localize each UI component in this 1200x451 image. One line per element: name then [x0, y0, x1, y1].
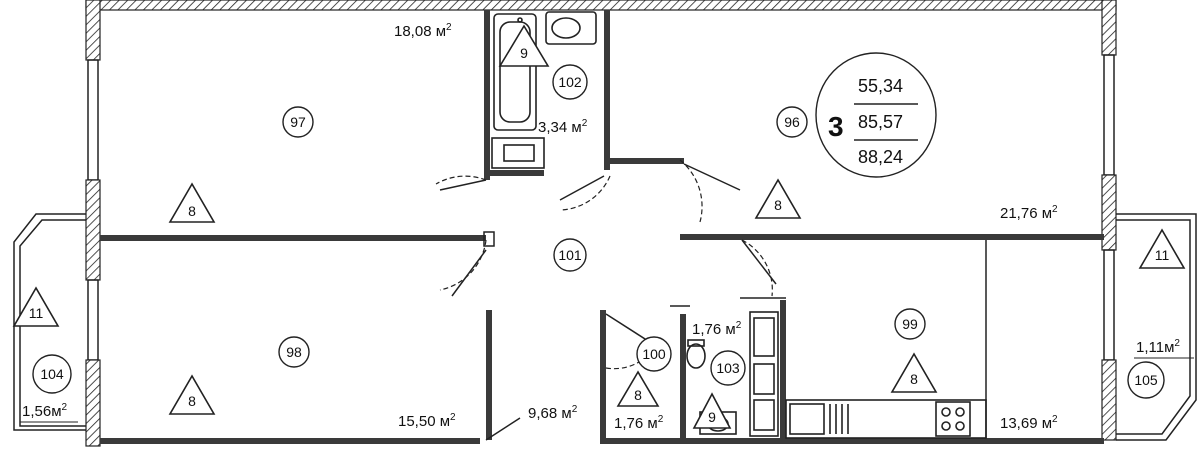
sink-bathroom — [545, 11, 597, 45]
room-96-area: 21,76 м2 — [1000, 204, 1058, 222]
balcony-right — [1116, 213, 1197, 441]
room-105-tag: 11 — [1138, 228, 1186, 269]
room-103-tag: 9 — [692, 392, 732, 429]
area-total-balcony: 88,24 — [858, 147, 903, 167]
room-102-marker: 102 — [552, 64, 588, 100]
svg-text:98: 98 — [286, 344, 302, 360]
room-101-area: 9,68 м2 — [528, 404, 578, 422]
room-97-marker: 97 — [282, 106, 314, 138]
outer-walls — [85, 0, 1117, 447]
room-area-labels: 18,08 м2 3,34 м2 21,76 м2 15,50 м2 9,68 … — [22, 22, 1180, 432]
svg-text:96: 96 — [784, 114, 800, 130]
interior-walls — [100, 10, 1104, 440]
room-id-markers: 97 102 96 98 101 100 103 99 104 105 — [32, 64, 1165, 399]
room-97-area: 18,08 м2 — [394, 22, 452, 40]
room-103-marker: 103 — [710, 350, 746, 386]
svg-text:103: 103 — [716, 360, 740, 376]
svg-text:105: 105 — [1134, 372, 1158, 388]
room-102-tag: 9 — [498, 24, 550, 67]
room-96-tag: 8 — [754, 178, 802, 219]
shelving-unit — [749, 311, 779, 437]
room-98-area: 15,50 м2 — [398, 412, 456, 430]
svg-text:8: 8 — [634, 387, 642, 403]
room-104-area: 1,56м2 — [22, 402, 68, 420]
svg-text:9: 9 — [520, 45, 528, 61]
room-103-area: 1,76 м2 — [692, 320, 742, 338]
svg-text:11: 11 — [1155, 247, 1170, 263]
room-99-tag: 8 — [890, 352, 938, 393]
room-100-area: 1,76 м2 — [614, 414, 664, 432]
svg-text:8: 8 — [910, 371, 918, 387]
room-100-tag: 8 — [616, 370, 660, 407]
washing-machine — [491, 137, 545, 169]
room-102-area: 3,34 м2 — [538, 118, 588, 136]
triangle-tags: 8 9 8 8 8 9 8 11 11 — [12, 24, 1186, 429]
room-100-marker: 100 — [636, 336, 672, 372]
room-101-marker: 101 — [553, 238, 587, 272]
svg-text:8: 8 — [188, 203, 196, 219]
room-99-marker: 99 — [894, 308, 926, 340]
svg-text:8: 8 — [188, 393, 196, 409]
room-96-marker: 96 — [776, 106, 808, 138]
rooms-count: 3 — [828, 111, 844, 142]
svg-text:8: 8 — [774, 197, 782, 213]
door-swings — [435, 159, 777, 441]
svg-text:100: 100 — [642, 346, 666, 362]
kitchen-counter — [785, 399, 987, 439]
svg-text:97: 97 — [290, 114, 306, 130]
room-104-tag: 11 — [12, 286, 60, 327]
room-98-tag: 8 — [168, 374, 216, 415]
room-104-marker: 104 — [32, 354, 72, 394]
svg-text:11: 11 — [29, 305, 44, 321]
svg-text:99: 99 — [902, 316, 918, 332]
svg-text:9: 9 — [708, 409, 716, 425]
bathtub — [493, 13, 537, 131]
room-105-area: 1,11м2 — [1136, 338, 1180, 356]
svg-text:101: 101 — [558, 247, 582, 263]
svg-text:104: 104 — [40, 366, 64, 382]
summary-ellipse — [815, 52, 937, 178]
apartment-summary: 3 55,34 85,57 88,24 — [815, 52, 937, 178]
balcony-left — [13, 213, 86, 431]
room-97-tag: 8 — [168, 182, 216, 223]
room-105-marker: 105 — [1127, 361, 1165, 399]
toilet — [686, 339, 706, 369]
svg-text:102: 102 — [558, 74, 582, 90]
area-living: 55,34 — [858, 76, 903, 96]
room-99-area: 13,69 м2 — [1000, 414, 1058, 432]
room-98-marker: 98 — [278, 336, 310, 368]
area-total: 85,57 — [858, 112, 903, 132]
